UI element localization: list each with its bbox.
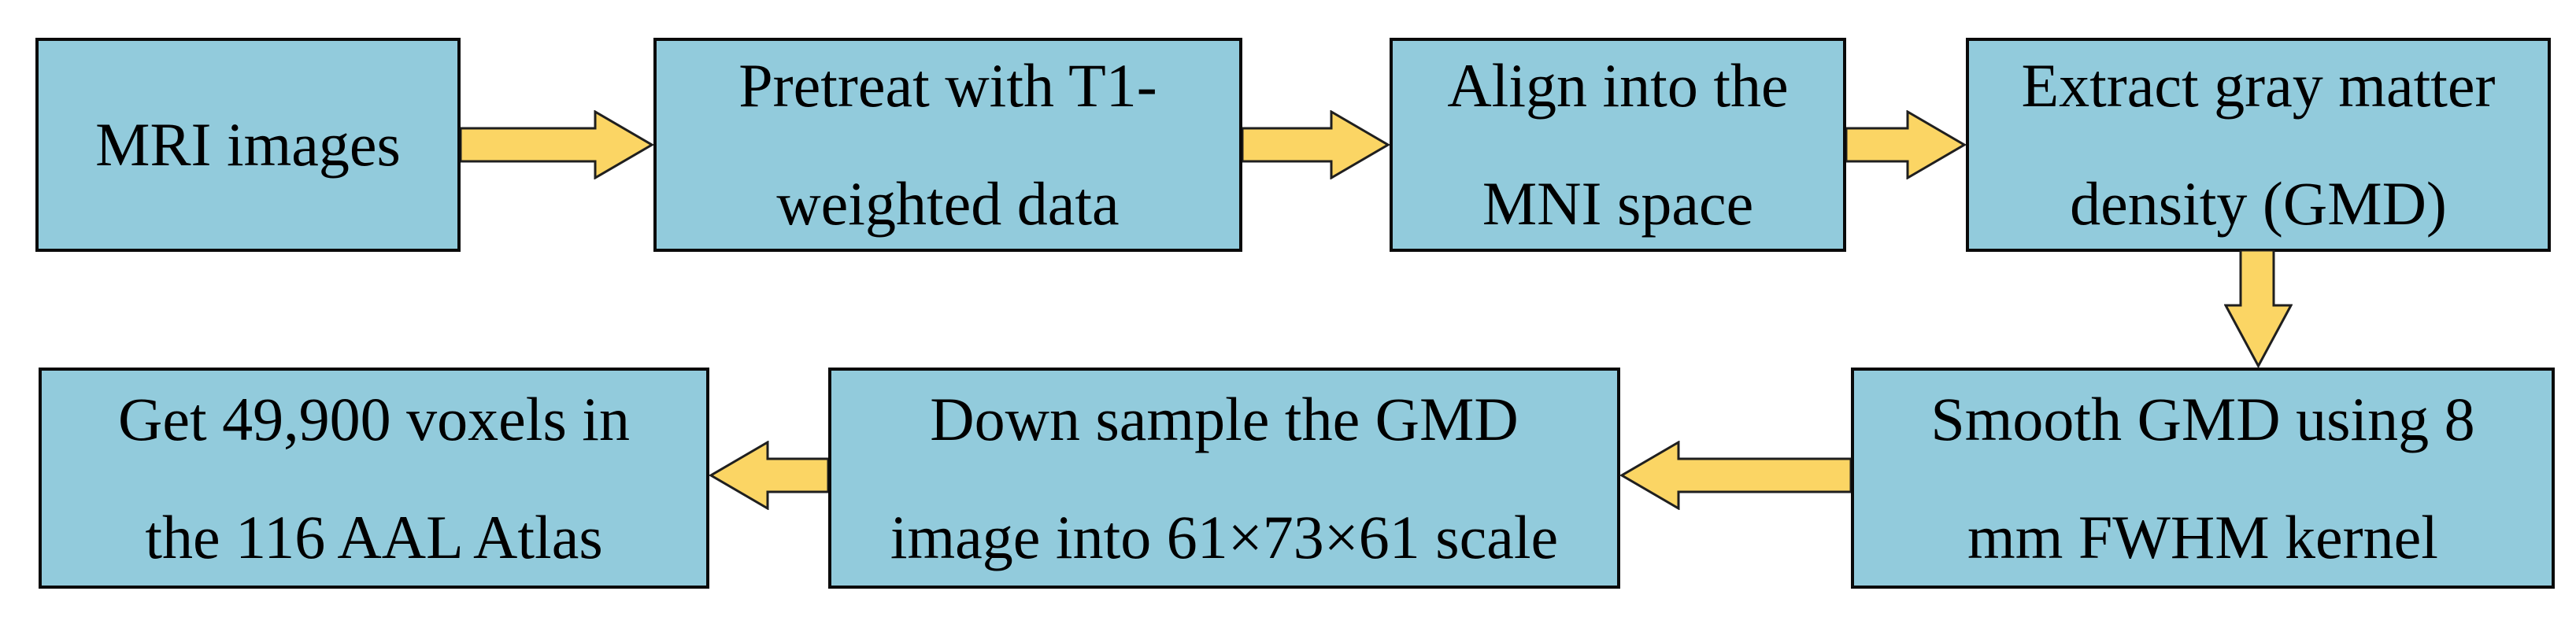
- box-text-line: mm FWHM kernel: [1967, 502, 2438, 571]
- flow-box-extract-gmd: Extract gray matter density (GMD): [1966, 38, 2551, 252]
- box-text-line: the 116 AAL Atlas: [145, 502, 603, 571]
- box-text-line: weighted data: [776, 169, 1120, 238]
- box-text-line: MNI space: [1482, 169, 1754, 238]
- box-text-line: image into 61×73×61 scale: [890, 502, 1559, 571]
- box-text-line: Align into the: [1447, 51, 1789, 120]
- flow-box-align-mni: Align into the MNI space: [1390, 38, 1846, 252]
- box-text-line: density (GMD): [2070, 169, 2447, 238]
- box-text-line: Down sample the GMD: [930, 384, 1519, 453]
- block-arrow-right-pretreat-to-align-icon: [1242, 110, 1390, 179]
- flow-box-voxels-aal: Get 49,900 voxels in the 116 AAL Atlas: [39, 368, 709, 589]
- box-text-line: Pretreat with T1-: [738, 51, 1157, 120]
- flow-box-smooth-gmd: Smooth GMD using 8 mm FWHM kernel: [1851, 368, 2555, 589]
- block-arrow-left-smooth-to-downsample-icon: [1620, 441, 1851, 510]
- box-text-line: Extract gray matter: [2021, 51, 2496, 120]
- box-text-line: MRI images: [95, 110, 401, 179]
- block-arrow-left-downsample-to-voxels-icon: [709, 441, 828, 510]
- block-arrow-right-align-to-extract-icon: [1846, 110, 1966, 179]
- block-arrow-down-extract-to-smooth-icon: [2224, 250, 2293, 368]
- box-text-line: Smooth GMD using 8: [1930, 384, 2475, 453]
- flow-box-pretreat: Pretreat with T1- weighted data: [653, 38, 1242, 252]
- block-arrow-right-mri-to-pretreat-icon: [461, 110, 653, 179]
- box-text-line: Get 49,900 voxels in: [118, 384, 630, 453]
- flow-box-mri-images: MRI images: [35, 38, 461, 252]
- flow-box-down-sample: Down sample the GMD image into 61×73×61 …: [828, 368, 1620, 589]
